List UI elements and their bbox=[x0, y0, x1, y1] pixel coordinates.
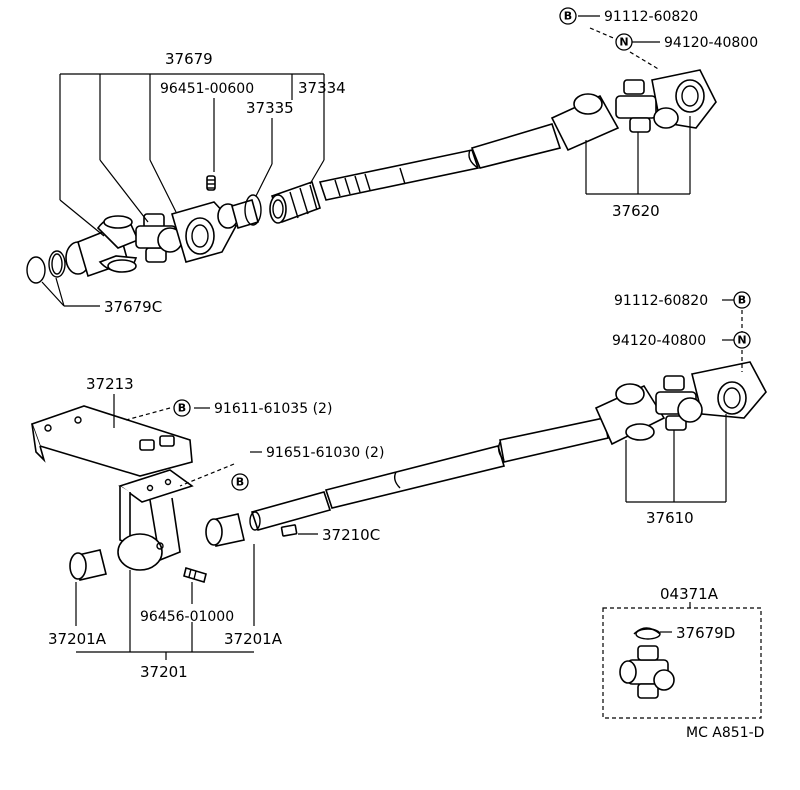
label-04371a: 04371A bbox=[660, 585, 719, 603]
label-96456-01000: 96456-01000 bbox=[140, 609, 234, 625]
label-37210c: 37210C bbox=[322, 526, 380, 544]
label-94120-40800-mid: 94120-40800 bbox=[612, 333, 706, 349]
upper-left-yoke bbox=[65, 215, 140, 278]
label-91651-61030: 91651-61030 (2) bbox=[266, 445, 384, 461]
upper-right-yoke bbox=[550, 69, 717, 152]
label-37335: 37335 bbox=[246, 99, 294, 117]
circled-b-icon: B bbox=[733, 291, 751, 309]
svg-text:B: B bbox=[564, 10, 572, 23]
label-37610: 37610 bbox=[646, 509, 694, 527]
upper-left-spider bbox=[135, 213, 183, 263]
circled-b-icon: B bbox=[231, 473, 249, 491]
grease-fitting-96451 bbox=[206, 175, 216, 191]
svg-text:B: B bbox=[236, 476, 244, 489]
lower-shaft-assembly bbox=[30, 361, 767, 584]
snap-rings-37679c bbox=[26, 250, 66, 284]
circled-n-icon: N bbox=[733, 331, 751, 349]
label-94120-40800-top: 94120-40800 bbox=[664, 35, 758, 51]
bushing-37201a-left bbox=[69, 549, 107, 581]
bracket-37213 bbox=[30, 405, 193, 477]
label-91112-60820-mid: 91112-60820 bbox=[614, 293, 708, 309]
ring-37335 bbox=[244, 194, 262, 226]
bracket-37201 bbox=[117, 469, 194, 571]
boot-37334 bbox=[269, 180, 321, 224]
label-37201a-right: 37201A bbox=[224, 630, 283, 648]
circled-b-icon: B bbox=[559, 7, 577, 25]
label-91611-61035: 91611-61035 (2) bbox=[214, 401, 332, 417]
key-37210c bbox=[280, 524, 298, 537]
leader-lines bbox=[41, 15, 743, 660]
svg-text:N: N bbox=[619, 36, 628, 49]
label-37620: 37620 bbox=[612, 202, 660, 220]
kit-spider bbox=[619, 645, 675, 699]
lower-right-yoke bbox=[594, 361, 767, 446]
circled-b-icon: B bbox=[173, 399, 191, 417]
svg-text:B: B bbox=[178, 402, 186, 415]
bushing-37201a-right bbox=[205, 513, 245, 547]
label-37334: 37334 bbox=[298, 79, 346, 97]
svg-text:N: N bbox=[737, 334, 746, 347]
lower-shaft bbox=[249, 417, 609, 531]
label-37679c: 37679C bbox=[104, 298, 162, 316]
label-37679: 37679 bbox=[165, 50, 213, 68]
kit-dashed-box bbox=[602, 607, 762, 719]
circled-n-icon: N bbox=[615, 33, 633, 51]
label-37679d: 37679D bbox=[676, 624, 735, 642]
label-37213: 37213 bbox=[86, 375, 134, 393]
svg-text:B: B bbox=[738, 294, 746, 307]
label-96451-00600: 96451-00600 bbox=[160, 81, 254, 97]
upper-shaft-assembly bbox=[26, 69, 717, 284]
upper-splined-shaft bbox=[318, 123, 562, 201]
diagram-code: MC A851-D bbox=[686, 725, 764, 741]
label-37201a-left: 37201A bbox=[48, 630, 107, 648]
repair-kit-04371a bbox=[602, 607, 762, 719]
label-37201: 37201 bbox=[140, 663, 188, 681]
label-91112-60820-top: 91112-60820 bbox=[604, 9, 698, 25]
bolt-96456 bbox=[183, 566, 207, 584]
